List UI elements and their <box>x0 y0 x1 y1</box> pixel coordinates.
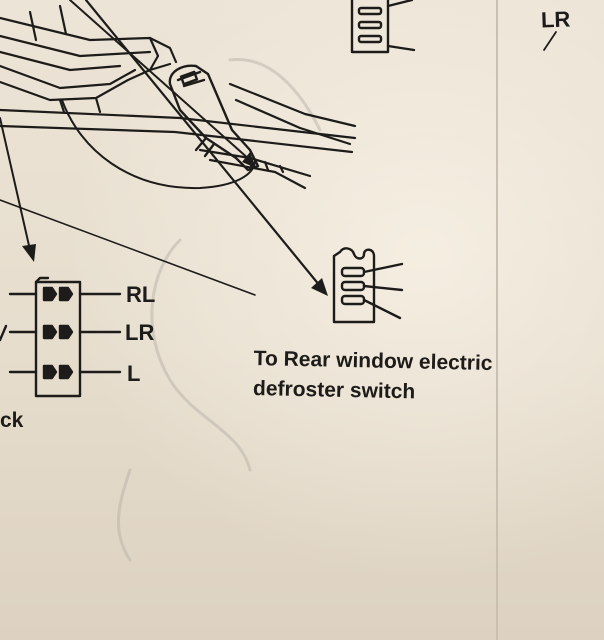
top-lr-arrow <box>543 31 557 51</box>
partial-label: ck <box>0 409 24 432</box>
left-pin-connector <box>0 276 122 398</box>
pin-row-rl <box>8 286 122 302</box>
pencil-marks <box>116 58 322 562</box>
pin-label-lr: LR <box>125 320 155 345</box>
defroster-caption: To Rear window electric defroster switch <box>253 344 493 409</box>
detail-circle <box>61 99 256 190</box>
caption-line-2: defroster switch <box>252 376 416 404</box>
arrowhead-upper <box>242 152 256 168</box>
dashboard-panel <box>0 4 357 190</box>
reference-line <box>0 199 256 296</box>
pin-label-l: L <box>127 361 141 386</box>
leader-arrow-left <box>0 117 31 251</box>
top-connector-label: LR <box>540 6 571 33</box>
pin-row-lr <box>8 324 122 340</box>
top-connector <box>350 0 416 54</box>
arrowhead-main <box>311 278 328 296</box>
caption-line-1: To Rear window electric <box>253 346 493 375</box>
leader-arrow-upper <box>69 0 251 161</box>
pin-label-rl: RL <box>126 282 156 307</box>
arrowhead-left <box>22 244 36 262</box>
leader-arrow-main <box>84 0 322 288</box>
pin-row-l <box>8 364 122 380</box>
defroster-switch-connector <box>332 247 404 324</box>
